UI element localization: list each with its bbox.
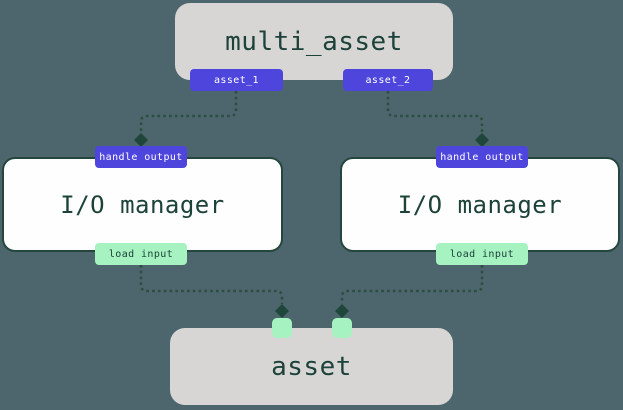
- output-badge-asset-2-label: asset_2: [365, 74, 411, 86]
- arrowhead-asset-port-right: [335, 304, 349, 318]
- node-io-manager-right-label: I/O manager: [397, 190, 563, 219]
- badge-handle-output-left-label: handle output: [99, 151, 183, 163]
- asset-input-port-left: [272, 318, 292, 338]
- badge-load-input-right-label: load input: [449, 248, 515, 260]
- arrowhead-right-handle-output: [475, 133, 489, 147]
- output-badge-asset-1-label: asset_1: [214, 74, 259, 86]
- badge-handle-output-right: handle output: [436, 146, 528, 168]
- badge-load-input-left-label: load input: [108, 248, 174, 260]
- node-io-manager-right: I/O manager: [340, 157, 620, 252]
- edge-asset2-to-right-io: [386, 91, 484, 133]
- badge-handle-output-left: handle output: [95, 146, 187, 168]
- edge-right-io-to-asset: [340, 265, 484, 304]
- badge-load-input-right: load input: [436, 243, 528, 265]
- edge-left-io-to-asset: [139, 265, 284, 304]
- node-asset-label: asset: [271, 351, 352, 382]
- output-badge-asset-1: asset_1: [190, 69, 283, 91]
- node-multi-asset: multi_asset: [175, 3, 453, 80]
- badge-handle-output-right-label: handle output: [440, 151, 524, 163]
- badge-load-input-left: load input: [95, 243, 187, 265]
- node-multi-asset-label: multi_asset: [225, 26, 403, 57]
- node-io-manager-left: I/O manager: [2, 157, 283, 252]
- asset-input-port-right: [332, 318, 352, 338]
- edge-asset1-to-left-io: [139, 91, 238, 133]
- node-asset: asset: [170, 328, 453, 405]
- output-badge-asset-2: asset_2: [343, 69, 433, 91]
- node-io-manager-left-label: I/O manager: [60, 190, 225, 219]
- arrowhead-left-handle-output: [134, 133, 148, 147]
- arrowhead-asset-port-left: [275, 304, 289, 318]
